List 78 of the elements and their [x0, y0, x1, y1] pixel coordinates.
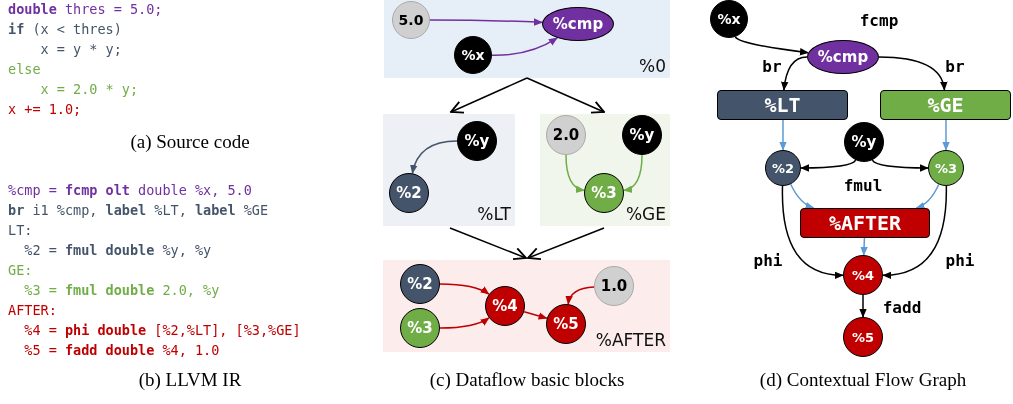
instruction-circle: %3: [584, 173, 624, 213]
instruction-circle: %5: [843, 317, 883, 357]
arrow: [439, 317, 490, 329]
variable-circle: %y: [844, 122, 884, 162]
code-line: %5 = fadd double %4, 1.0: [23, 341, 220, 359]
basic-block-box: %GE: [880, 90, 1011, 120]
arrow: [491, 37, 558, 57]
code-line: AFTER:: [8, 301, 57, 319]
code-line: x = y * y;: [39, 40, 122, 58]
figure-caption: (d) Contextual Flow Graph: [759, 369, 967, 391]
arrow: [623, 154, 643, 193]
arrow: [734, 36, 809, 56]
constant-circle: 2.0: [546, 115, 586, 155]
arrow: [781, 185, 844, 279]
arrow: [781, 56, 808, 91]
basic-block-panel: [383, 260, 670, 352]
basic-block-box: %AFTER: [800, 208, 930, 238]
instruction-ellipse: %cmp: [542, 7, 614, 41]
edge-label: phi: [943, 252, 977, 270]
code-line: x = 2.0 * y;: [39, 80, 139, 98]
arrow: [527, 227, 605, 261]
block-label: %0: [639, 56, 666, 76]
arrow: [789, 183, 815, 209]
variable-circle: %y: [457, 121, 497, 161]
arrow: [429, 18, 543, 26]
arrow: [410, 140, 458, 175]
variable-circle: %x: [454, 36, 492, 74]
edge-label: phi: [751, 252, 785, 270]
arrow: [779, 119, 787, 151]
figure-caption: (a) Source code: [130, 131, 250, 153]
arrow: [526, 77, 605, 114]
arrow: [523, 310, 548, 320]
code-line: LT:: [8, 221, 33, 239]
instruction-circle: %4: [843, 255, 883, 295]
code-line: %2 = fmul double %y, %y: [23, 241, 212, 259]
instruction-circle: %2: [400, 264, 440, 304]
code-line: else: [8, 60, 41, 78]
figure-caption: (b) LLVM IR: [138, 369, 242, 391]
block-label: %AFTER: [595, 330, 666, 350]
code-line: x += 1.0;: [8, 100, 82, 118]
instruction-circle: %3: [400, 308, 440, 348]
arrow: [859, 294, 867, 318]
arrow: [439, 283, 490, 295]
block-label: %GE: [625, 204, 666, 224]
arrow: [915, 183, 940, 209]
instruction-circle: %2: [765, 150, 801, 186]
variable-circle: %y: [622, 115, 662, 155]
figure-caption: (c) Dataflow basic blocks: [429, 369, 625, 391]
code-line: br i1 %cmp, label %LT, label %GE: [8, 201, 269, 219]
code-line: GE:: [8, 261, 33, 279]
code-line: %4 = phi double [%2,%LT], [%3,%GE]: [23, 321, 301, 339]
code-line: if (x < thres): [8, 20, 122, 38]
constant-circle: 1.0: [594, 266, 634, 306]
code-line: %cmp = fcmp olt double %x, 5.0: [8, 181, 252, 199]
basic-block-panel: [540, 114, 670, 226]
instruction-circle: %2: [389, 173, 429, 213]
arrow: [800, 159, 857, 172]
instruction-circle: %4: [485, 286, 525, 326]
instruction-ellipse: %cmp: [807, 40, 879, 74]
arrow: [882, 185, 948, 279]
block-label: %LT: [477, 204, 511, 224]
arrow: [871, 159, 929, 172]
arrow: [450, 77, 528, 114]
code-line: %3 = fmul double 2.0, %y: [23, 281, 220, 299]
constant-circle: 5.0: [392, 1, 430, 39]
arrow: [860, 237, 868, 256]
variable-circle: %x: [710, 0, 748, 38]
arrow: [878, 56, 947, 91]
code-line: double thres = 5.0;: [8, 0, 163, 18]
basic-block-box: %LT: [717, 90, 848, 120]
arrow: [449, 227, 527, 261]
basic-block-panel: [384, 0, 670, 78]
instruction-circle: %3: [928, 150, 964, 186]
basic-block-panel: [383, 114, 515, 226]
arrow: [565, 286, 595, 305]
arrow: [565, 154, 585, 193]
arrow: [942, 119, 950, 151]
instruction-circle: %5: [546, 304, 586, 344]
